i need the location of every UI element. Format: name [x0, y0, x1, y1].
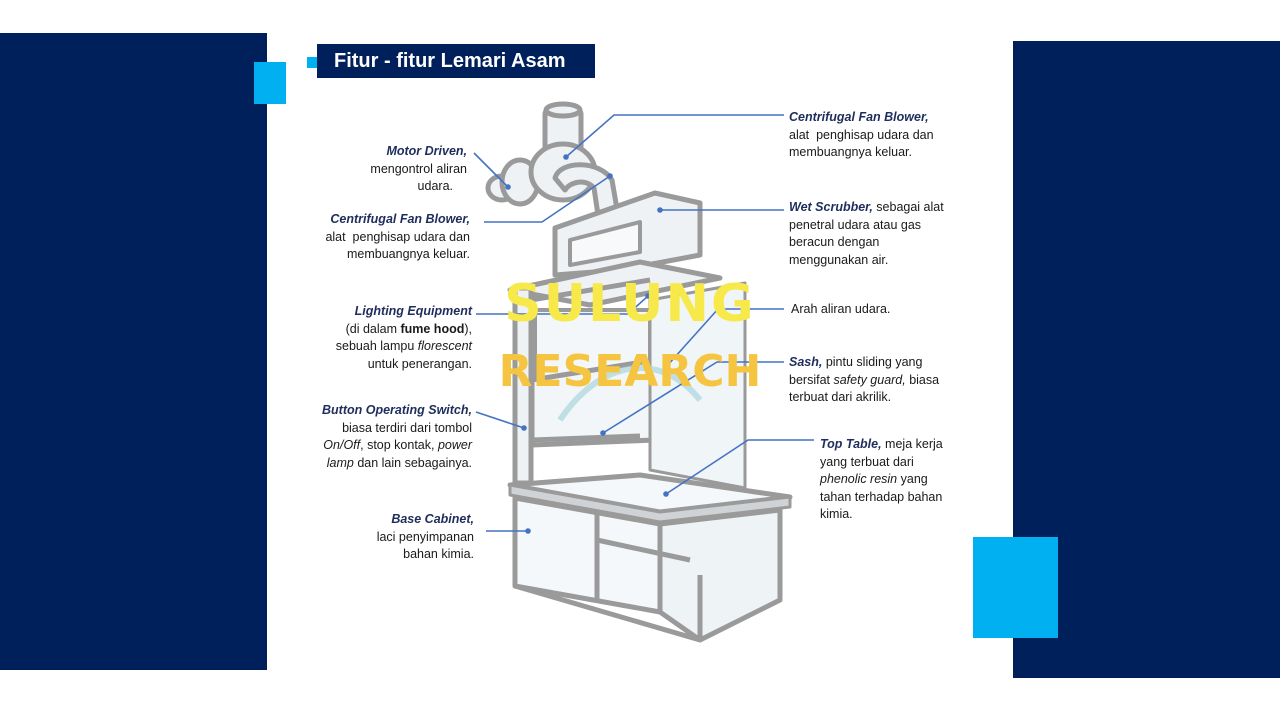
label-line: Wet Scrubber, sebagai alat	[789, 199, 944, 217]
label-wet-scrubber: Wet Scrubber, sebagai alat penetral udar…	[789, 199, 944, 269]
text: pintu sliding yang	[822, 355, 923, 369]
label-line: untuk penerangan.	[367, 356, 472, 371]
label-line: On/Off, stop kontak, power	[322, 437, 472, 455]
text: yang	[897, 472, 928, 486]
label-line: bersifat safety guard, biasa	[789, 372, 939, 390]
left-accent-square	[254, 62, 286, 104]
label-line: membuangnya keluar.	[789, 145, 912, 159]
label-line: beracun dengan	[789, 235, 880, 249]
text-italic: phenolic resin	[820, 472, 898, 486]
slide-title: Fitur - fitur Lemari Asam	[317, 44, 595, 78]
label-line: alat penghisap udara dan	[789, 127, 934, 142]
title-bullet	[307, 57, 325, 68]
label-line: udara.	[417, 179, 453, 193]
leader-lighting	[476, 295, 649, 315]
left-navy-panel	[0, 33, 267, 670]
label-heading: Motor Driven,	[386, 144, 467, 158]
label-heading: Top Table,	[820, 437, 882, 451]
wet-scrubber	[552, 190, 703, 278]
label-heading: Base Cabinet,	[391, 512, 474, 526]
right-accent-square	[973, 537, 1058, 638]
label-line: menggunakan air.	[789, 252, 889, 267]
text: , stop kontak,	[360, 438, 438, 452]
text-italic: power	[437, 438, 472, 452]
label-line: bahan kimia.	[403, 547, 474, 561]
text-italic: florescent	[417, 339, 472, 353]
label-line: (di dalam fume hood),	[336, 321, 472, 339]
label-line: tahan terhadap bahan	[820, 489, 943, 504]
label-line: alat penghisap udara dan	[325, 229, 470, 244]
label-line: penetral udara atau gas	[789, 217, 922, 232]
leader-fan-blower-right	[565, 114, 784, 158]
text: sebagai alat	[872, 200, 944, 214]
label-heading: Button Operating Switch,	[322, 403, 472, 417]
watermark-line-1: SULUNG	[504, 274, 756, 334]
label-line: membuangnya keluar.	[347, 247, 470, 261]
label-heading: Centrifugal Fan Blower,	[330, 212, 470, 226]
leader-fan-blower-left	[484, 175, 611, 223]
label-heading: Centrifugal Fan Blower,	[789, 110, 929, 124]
text: (di dalam	[345, 321, 401, 336]
label-fan-blower-left: Centrifugal Fan Blower, alat penghisap u…	[325, 211, 470, 264]
label-line: biasa terdiri dari tombol	[342, 420, 472, 435]
label-fan-blower-right: Centrifugal Fan Blower, alat penghisap u…	[789, 109, 934, 162]
label-line: yang terbuat dari	[820, 454, 914, 469]
top-table	[507, 472, 793, 524]
label-line: phenolic resin yang	[820, 471, 943, 489]
leader-dots	[505, 154, 669, 534]
text-italic: lamp	[326, 455, 354, 470]
text-italic: On/Off	[323, 438, 361, 452]
label-line: sebuah lampu florescent	[336, 338, 472, 356]
airflow-arrow	[557, 365, 703, 422]
label-base-cabinet: Base Cabinet, laci penyimpanan bahan kim…	[377, 511, 474, 564]
label-heading: Sash,	[789, 355, 823, 369]
leader-motor-driven	[473, 152, 509, 188]
text-italic: safety guard,	[833, 372, 906, 387]
label-line: mengontrol aliran	[370, 161, 467, 176]
label-line: Top Table, meja kerja	[820, 436, 943, 454]
label-lighting-equipment: Lighting Equipment (di dalam fume hood),…	[336, 303, 472, 373]
text: biasa	[905, 372, 940, 387]
leader-top-table	[665, 439, 814, 495]
watermark-line-2: RESEARCH	[498, 346, 762, 397]
label-sash: Sash, pintu sliding yang bersifat safety…	[789, 354, 939, 407]
base-cabinet	[512, 495, 783, 643]
text: ),	[464, 321, 472, 336]
leader-lines	[473, 114, 814, 532]
leader-airflow	[665, 308, 784, 368]
leader-button-switch	[475, 411, 525, 429]
label-line: laci penyimpanan	[376, 529, 474, 544]
text: sebuah lampu	[335, 339, 418, 353]
text: dan lain sebagainya.	[353, 455, 472, 470]
label-line: kimia.	[820, 507, 853, 521]
label-motor-driven: Motor Driven, mengontrol aliran udara.	[370, 143, 467, 196]
leader-sash	[602, 361, 784, 434]
label-line: Sash, pintu sliding yang	[789, 354, 939, 372]
label-airflow: Arah aliran udara.	[791, 302, 891, 316]
label-line: terbuat dari akrilik.	[789, 390, 892, 404]
label-line: lamp dan lain sebagainya.	[322, 455, 472, 473]
text-bold: fume hood	[400, 321, 465, 336]
label-top-table: Top Table, meja kerja yang terbuat dari …	[820, 436, 943, 524]
text: meja kerja	[881, 437, 943, 451]
label-heading: Wet Scrubber,	[789, 200, 873, 214]
text: bersifat	[789, 372, 834, 387]
label-heading: Lighting Equipment	[354, 304, 472, 318]
label-button-operating-switch: Button Operating Switch, biasa terdiri d…	[322, 402, 472, 472]
